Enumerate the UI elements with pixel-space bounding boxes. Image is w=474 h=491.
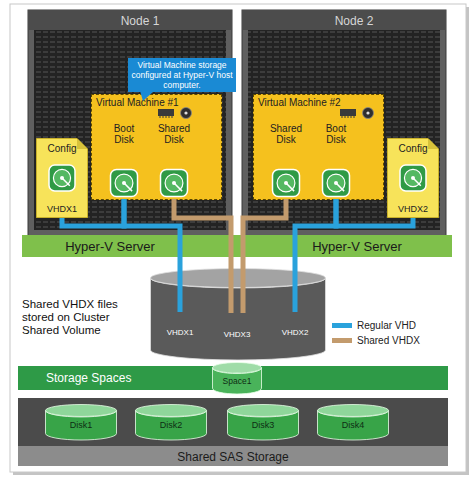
virtual-disk-label: Boot Disk	[106, 123, 142, 145]
config-file-label: Config	[48, 143, 77, 154]
server-node-label: Node 2	[315, 14, 374, 28]
vhdx-file-label: VHDX1	[167, 328, 194, 337]
vhd-connector	[174, 199, 231, 313]
virtual-machine-box: Boot Disk Shared Disk Virtual Machine #1	[91, 94, 222, 200]
document-shape	[388, 139, 439, 218]
virtual-disk-label: Shared Disk	[156, 123, 192, 145]
server-node: Virtual Machine storage configured at Hy…	[28, 10, 232, 258]
page-fold	[77, 139, 88, 150]
vhd-connector	[62, 199, 124, 226]
page-fold	[428, 139, 439, 150]
cylinder-body	[151, 278, 326, 360]
virtual-machine-box-label: Virtual Machine #2	[254, 95, 383, 108]
storage-cylinder-label: Shared VHDX files stored on Cluster Shar…	[22, 298, 144, 337]
document-shape	[37, 139, 88, 218]
physical-disk: Disk1	[45, 404, 117, 440]
storage-band-label: Storage Spaces	[46, 371, 448, 385]
storage-space: Space1	[212, 362, 262, 394]
cylinder-top	[46, 405, 117, 417]
disk-icon	[273, 170, 300, 197]
cylinder-top	[136, 405, 207, 417]
disk-icon	[161, 170, 188, 197]
server-chassis	[242, 10, 446, 236]
virtual-disk: Boot Disk	[313, 122, 359, 199]
storage-band: Space1Storage Spaces	[18, 366, 448, 390]
physical-disk-label: Disk1	[70, 420, 93, 430]
disc-icon	[181, 108, 192, 119]
memory-icon	[158, 109, 174, 118]
physical-disk: Disk4	[317, 404, 389, 440]
storage-cylinder-shape	[150, 268, 326, 360]
callout-pointer	[140, 91, 154, 101]
physical-disk-label: Disk3	[252, 420, 275, 430]
virtual-disk-label: Boot Disk	[318, 123, 354, 145]
virtual-disk: Boot Disk	[101, 122, 147, 199]
disk-icon	[111, 170, 138, 197]
legend-text: Shared VHDX	[357, 335, 420, 346]
virtual-disk: Shared Disk	[151, 122, 197, 199]
vhd-connector	[295, 199, 336, 312]
cylinder-top	[151, 269, 326, 288]
legend-item: Regular VHD	[332, 318, 420, 333]
callout-box-label: Virtual Machine storage configured at Hy…	[131, 60, 233, 90]
virtual-machine-box-label: Virtual Machine #1	[92, 95, 221, 108]
config-file-label: Config	[399, 143, 428, 154]
host-band-label: Hyper-V Server	[312, 239, 402, 254]
config-file: ConfigVHDX1	[36, 138, 88, 218]
cylinder-top	[213, 363, 262, 374]
host-band: Hyper-V Server	[22, 235, 238, 257]
cylinder-top	[318, 405, 389, 417]
vhd-connector	[243, 199, 286, 313]
frame	[10, 4, 466, 472]
virtual-disk: Shared Disk	[263, 122, 309, 199]
memory-icon	[340, 109, 356, 118]
cylinder-top	[228, 405, 299, 417]
storage-cylinder: VHDX1VHDX3VHDX2Shared VHDX files stored …	[150, 268, 326, 360]
vhdx-file-label: VHDX3	[224, 330, 251, 339]
physical-disk-label: Disk4	[342, 420, 365, 430]
physical-disk-label: Disk2	[160, 420, 183, 430]
config-file: ConfigVHDX2	[387, 138, 439, 218]
legend-swatch	[332, 338, 352, 343]
config-file-label: VHDX2	[398, 204, 428, 214]
storage-space-label: Space1	[223, 376, 252, 386]
physical-disk: Disk2	[135, 404, 207, 440]
legend-text: Regular VHD	[357, 320, 416, 331]
vhd-connector	[336, 199, 413, 226]
physical-disk: Disk3	[227, 404, 299, 440]
host-band-label: Hyper-V Server	[65, 239, 155, 254]
virtual-disk-label: Shared Disk	[268, 123, 304, 145]
legend: Regular VHD Shared VHDX	[332, 318, 420, 348]
disc-icon	[363, 108, 374, 119]
config-file-label: VHDX1	[47, 204, 77, 214]
vhdx-file-label: VHDX2	[282, 328, 309, 337]
server-chassis	[28, 10, 232, 236]
callout-box: Virtual Machine storage configured at Hy…	[128, 58, 236, 92]
legend-swatch	[332, 323, 352, 328]
sas-enclosure-label: Shared SAS Storage	[177, 450, 288, 464]
host-band: Hyper-V Server	[236, 235, 452, 257]
disk-icon	[400, 165, 426, 191]
disk-icon	[323, 170, 350, 197]
disk-icon	[49, 165, 75, 191]
legend-item: Shared VHDX	[332, 333, 420, 348]
sas-enclosure: Disk1 Disk2 Disk3 Disk4Shared SAS Storage	[18, 398, 448, 466]
server-node-label: Node 1	[101, 14, 160, 28]
